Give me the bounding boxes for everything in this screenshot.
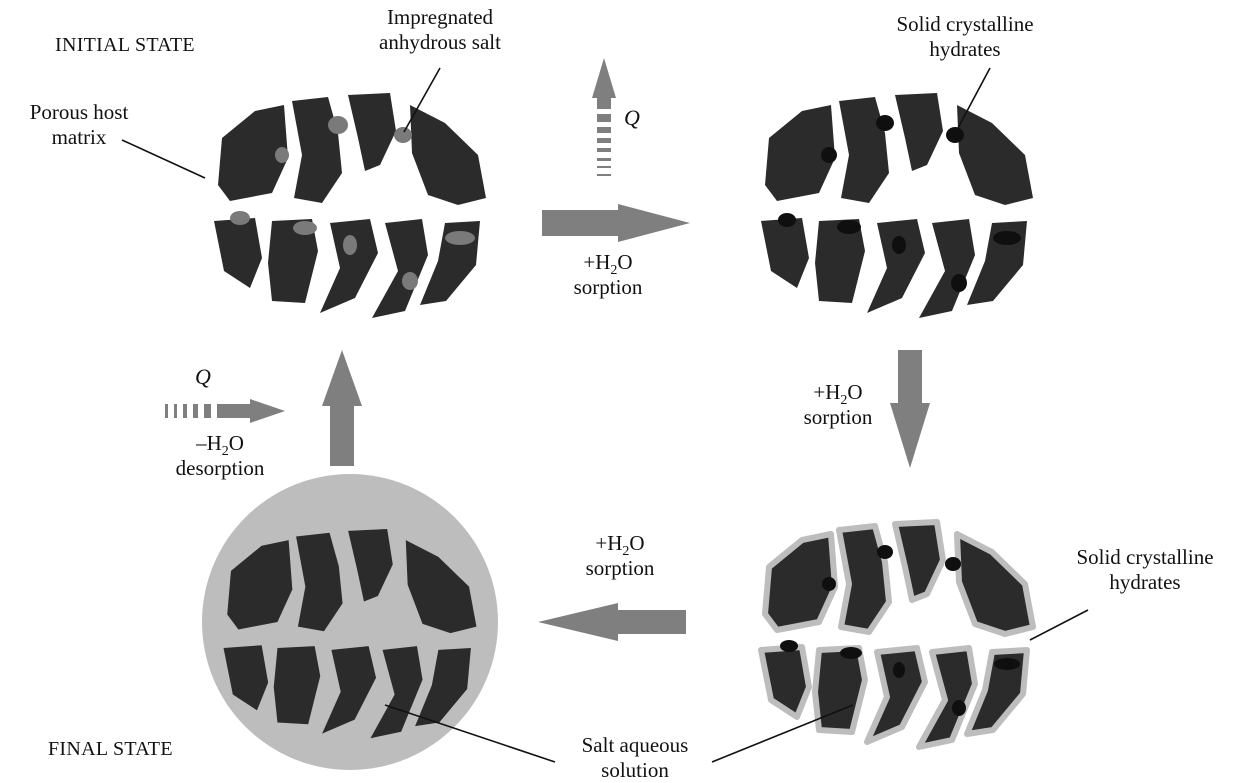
formula-part: O	[228, 431, 244, 455]
transition-left-formula: –H2O	[150, 431, 290, 460]
formula-part: –H	[196, 431, 222, 455]
transition-right-formula: +H2O	[778, 380, 898, 409]
final-state-title: FINAL STATE	[48, 738, 173, 760]
formula-part: +H	[595, 531, 623, 555]
leader-solution-right	[711, 704, 854, 763]
leader-hydrates-right	[1029, 609, 1089, 641]
hydrates-top-label: Solid crystalline hydrates	[860, 12, 1070, 62]
heat-release-arrow	[592, 58, 616, 176]
porous-matrix-line2: matrix	[51, 125, 107, 149]
salt-solution-line2: solution	[601, 758, 669, 782]
transition-bottom-label: +H2O sorption	[560, 531, 680, 581]
porous-matrix-line1: Porous host	[29, 100, 129, 124]
porous-grains	[758, 519, 1036, 750]
impregnated-line1: Impregnated	[386, 5, 494, 29]
transition-top-formula: +H2O	[548, 250, 668, 279]
hydrate-crystals	[780, 545, 1020, 716]
arrow-sorption-down	[890, 350, 930, 468]
leader-hydrates-top	[957, 67, 991, 129]
heat-q-left: Q	[195, 364, 211, 389]
transition-bottom-formula: +H2O	[560, 531, 680, 560]
heat-q-top: Q	[624, 105, 640, 130]
transition-left-label: –H2O desorption	[150, 431, 290, 481]
transition-right-word: sorption	[803, 405, 873, 429]
formula-part: O	[847, 380, 863, 404]
transition-right-label: +H2O sorption	[778, 380, 898, 430]
formula-subscript: 2	[840, 393, 848, 409]
formula-subscript: 2	[221, 444, 229, 460]
hydrates-top-line1: Solid crystalline	[896, 12, 1034, 36]
hydrates-right-label: Solid crystalline hydrates	[1040, 545, 1250, 595]
leader-lines	[121, 67, 1089, 763]
hydrates-top-line2: hydrates	[929, 37, 1001, 61]
hydrates-right-line2: hydrates	[1109, 570, 1181, 594]
arrow-sorption-right	[542, 204, 690, 242]
arrow-sorption-left	[538, 603, 686, 641]
porous-grains	[223, 529, 477, 739]
porous-grains	[761, 93, 1033, 318]
leader-impregnated-salt	[403, 67, 441, 133]
impregnated-line2: anhydrous salt	[379, 30, 501, 54]
transition-top-label: +H2O sorption	[548, 250, 668, 300]
impregnated-salt-label: Impregnated anhydrous salt	[340, 5, 540, 55]
transition-top-word: sorption	[573, 275, 643, 299]
formula-part: +H	[813, 380, 841, 404]
heat-supply-arrow	[165, 399, 285, 423]
salt-solution-line1: Salt aqueous	[581, 733, 689, 757]
transition-left-word: desorption	[175, 456, 265, 480]
hydrates-right-line1: Solid crystalline	[1076, 545, 1214, 569]
formula-subscript: 2	[622, 544, 630, 560]
arrow-desorption-up	[322, 350, 362, 466]
formula-part: O	[617, 250, 633, 274]
formula-part: O	[629, 531, 645, 555]
granule-initial	[214, 93, 486, 318]
formula-part: +H	[583, 250, 611, 274]
granule-hydrates-solution	[758, 519, 1036, 750]
leader-porous-matrix	[121, 139, 206, 179]
hydrate-crystals	[778, 115, 1021, 292]
porous-matrix-label: Porous host matrix	[4, 100, 154, 150]
leader-solution-left	[384, 704, 556, 763]
transition-bottom-word: sorption	[585, 556, 655, 580]
formula-subscript: 2	[610, 263, 618, 279]
porous-grains	[214, 93, 486, 318]
salt-solution-label: Salt aqueous solution	[545, 733, 725, 783]
granule-hydrates	[761, 93, 1033, 318]
initial-state-title: INITIAL STATE	[55, 34, 195, 56]
granule-final	[202, 474, 498, 770]
anhydrous-salt-deposits	[230, 116, 475, 290]
